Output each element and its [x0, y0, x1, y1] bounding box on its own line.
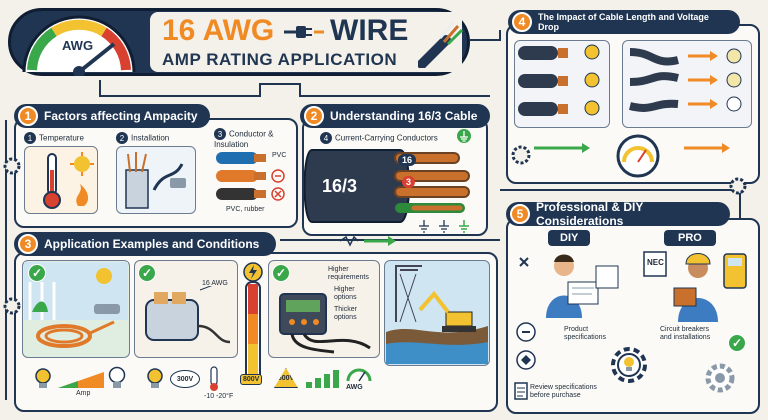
review-note: Review specifications before purchase	[530, 384, 597, 399]
mini-gauge-icon	[346, 368, 372, 382]
nec-book-label: NEC	[647, 258, 664, 267]
pro-person-icon	[643, 251, 747, 322]
section4-title: The Impact of Cable Length and Voltage D…	[538, 12, 709, 32]
title-awg: 16 AWG	[162, 14, 275, 47]
diy-person-icon	[519, 254, 619, 318]
gear-icon	[511, 145, 531, 165]
title-subtitle: AMP RATING APPLICATION	[162, 50, 398, 69]
diy-label: DIY	[548, 230, 591, 246]
cable-16-3-icon	[304, 149, 470, 223]
checklist-icon	[514, 382, 528, 400]
section3-number: 3	[18, 234, 38, 254]
cables-bulbs-left	[518, 44, 600, 116]
check-icon: ✓	[28, 264, 46, 282]
conductor-badge-3: 3	[402, 176, 416, 188]
voltage-800-label: 800V	[240, 374, 263, 385]
gear-icon	[729, 177, 747, 195]
check-icon: ✓	[272, 264, 290, 282]
conductor-badge-16: 16	[398, 154, 417, 166]
pro-note: Circuit breakers and installations	[660, 326, 711, 341]
awg-callout: 16 AWG	[202, 280, 228, 287]
ground-icon	[457, 129, 471, 143]
conduit-icon	[125, 152, 186, 209]
power-unit-icon	[279, 293, 371, 354]
gauge-label: AWG	[62, 38, 94, 53]
title-card	[150, 12, 462, 72]
check-icon: ✓	[728, 334, 746, 352]
extension-cord-icon	[24, 262, 128, 348]
section5-title: Professional & DIY Considerations	[536, 200, 644, 228]
bulb-icon	[147, 368, 163, 388]
thermometer-icon	[43, 152, 94, 209]
gear-icon	[3, 157, 21, 175]
note-higher-options: Higher options	[334, 286, 357, 301]
section4-header: 4 The Impact of Cable Length and Voltage…	[508, 10, 740, 34]
diy-note: Product specifications	[564, 326, 607, 341]
amp-label: Amp	[76, 390, 91, 397]
section1-header: 1 Factors affecting Ampacity	[14, 104, 210, 128]
section2-title: Understanding 16/3 Cable	[330, 109, 478, 123]
note-thicker-options: Thicker options	[334, 306, 357, 321]
cable-end-icon	[418, 21, 464, 68]
plug-icon	[284, 26, 324, 38]
section5-header: 5 Professional & DIY Considerations	[506, 200, 730, 228]
bulb-off-icon	[108, 366, 126, 388]
section3-title: Application Examples and Conditions	[44, 237, 260, 251]
section1-title: Factors affecting Ampacity	[44, 109, 198, 123]
arrow-right-icon	[340, 235, 396, 247]
section4-number: 4	[512, 12, 532, 32]
bulb-icon	[35, 368, 51, 388]
insulation-cables-icon	[216, 152, 285, 201]
cables-bulbs-right	[629, 48, 742, 112]
bar-chart-icon	[306, 370, 339, 388]
toaster-icon	[145, 286, 231, 344]
temp-range-label: -10 -20°F	[204, 393, 234, 400]
section3-header: 3 Application Examples and Conditions	[14, 232, 276, 256]
awg-small-label: AWG	[346, 384, 363, 391]
signal-bars-icon	[58, 372, 104, 388]
cable-label: 16/3	[322, 176, 358, 196]
gear-icon	[3, 297, 21, 315]
tools-icons	[516, 322, 536, 370]
insulation-label-pvc: PVC	[272, 152, 287, 159]
section2-header: 2 Understanding 16/3 Cable	[300, 104, 490, 128]
pro-label: PRO	[664, 230, 716, 246]
section1-number: 1	[18, 106, 38, 126]
ground-symbols	[419, 220, 469, 233]
voltage-drop-gauge	[534, 134, 730, 178]
gear-icon	[705, 363, 735, 393]
gauge-icon	[22, 15, 136, 76]
thermometer-icon	[210, 366, 218, 391]
title-wire: WIRE	[330, 14, 409, 47]
gear-icon	[611, 347, 647, 383]
section2-number: 2	[304, 106, 324, 126]
excavator-icon	[386, 265, 488, 364]
voltage-300-badge: 300V	[170, 370, 200, 388]
insulation-label-pvc-rubber: PVC, rubber	[226, 206, 265, 213]
note-higher-requirements: Higher requirements	[328, 266, 369, 281]
check-icon: ✓	[138, 264, 156, 282]
section5-number: 5	[510, 204, 530, 224]
